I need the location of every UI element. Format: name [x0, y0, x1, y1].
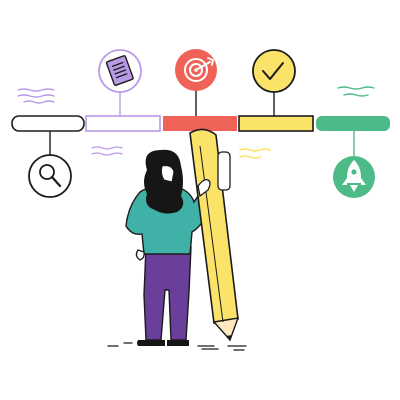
magnifier-icon — [28, 154, 72, 198]
person-raised-arm — [197, 151, 231, 198]
timeline-segment-lavender — [85, 115, 161, 132]
person-shoe-right — [167, 340, 189, 346]
checkmark-icon — [252, 49, 296, 93]
pencil — [189, 128, 240, 342]
timeline-segment-white — [11, 115, 85, 132]
timeline-segment-green — [316, 116, 390, 131]
squiggle-right-top — [337, 86, 375, 97]
person-head — [144, 149, 184, 214]
person-hair — [144, 149, 184, 214]
person-hand-left — [135, 249, 145, 261]
document-list-icon — [98, 49, 142, 93]
person-pants — [143, 246, 192, 341]
rocket-icon — [333, 156, 375, 198]
timeline-segment-yellow — [238, 115, 314, 132]
person-shoe-left — [137, 340, 165, 346]
connector-lines — [49, 90, 355, 156]
squiggle-left-top — [17, 88, 55, 104]
person-face — [160, 165, 175, 183]
target-arrow-icon — [175, 49, 217, 91]
timeline-segment-coral — [163, 116, 237, 131]
squiggle-left-mid — [91, 146, 123, 156]
ground-lines — [107, 342, 247, 351]
squiggle-right-mid — [239, 148, 271, 159]
